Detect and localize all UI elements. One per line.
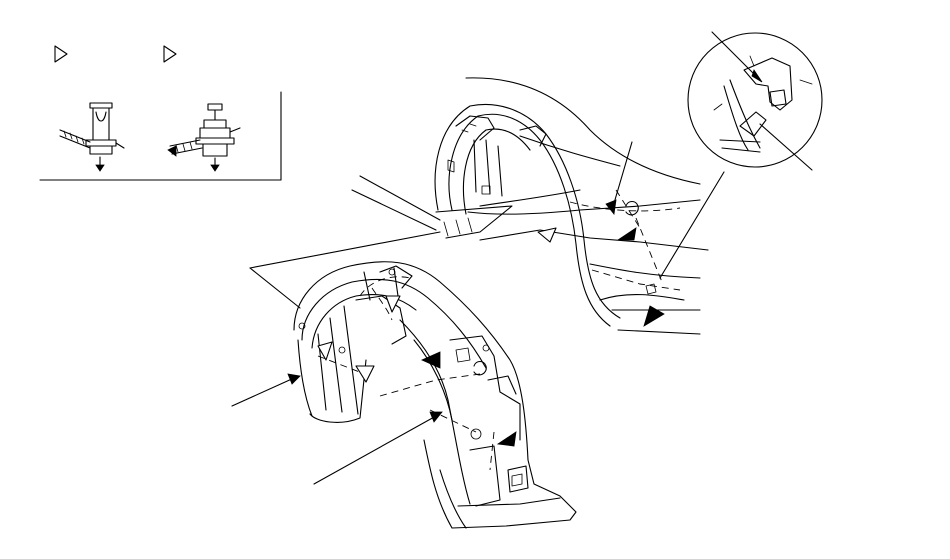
clip-removal-detail-2 xyxy=(167,103,241,172)
arrow-icon xyxy=(429,411,443,423)
inset-circle xyxy=(687,32,823,168)
arrow-icon xyxy=(751,69,763,83)
arrow-icon xyxy=(605,199,617,215)
arrow-icon xyxy=(616,227,637,241)
clip-removal-detail-1 xyxy=(59,102,125,172)
triangle-marker-icon xyxy=(317,341,333,361)
leader-line xyxy=(759,123,813,171)
arrow-icon xyxy=(643,305,665,327)
leader-line xyxy=(711,31,759,79)
arrow-left-icon xyxy=(167,145,177,157)
clip-detail-box xyxy=(39,45,282,181)
arrow-down-icon xyxy=(210,164,220,172)
arrow-down-icon xyxy=(95,164,105,172)
arrow-icon xyxy=(496,431,517,447)
clip-detail-inset xyxy=(659,31,823,279)
triangle-marker-icon xyxy=(355,365,375,383)
fender-liner-mounted xyxy=(351,77,709,335)
triangle-marker-icon xyxy=(385,295,401,313)
triangle-marker-icon xyxy=(537,227,557,243)
arrow-icon xyxy=(421,351,441,369)
detail-box-frame xyxy=(39,91,282,181)
arrow-icon xyxy=(287,373,301,385)
leader-line xyxy=(659,171,725,279)
triangle-marker-icon xyxy=(54,45,68,63)
fender-liner-removed xyxy=(231,231,577,529)
triangle-marker-icon xyxy=(163,45,177,63)
